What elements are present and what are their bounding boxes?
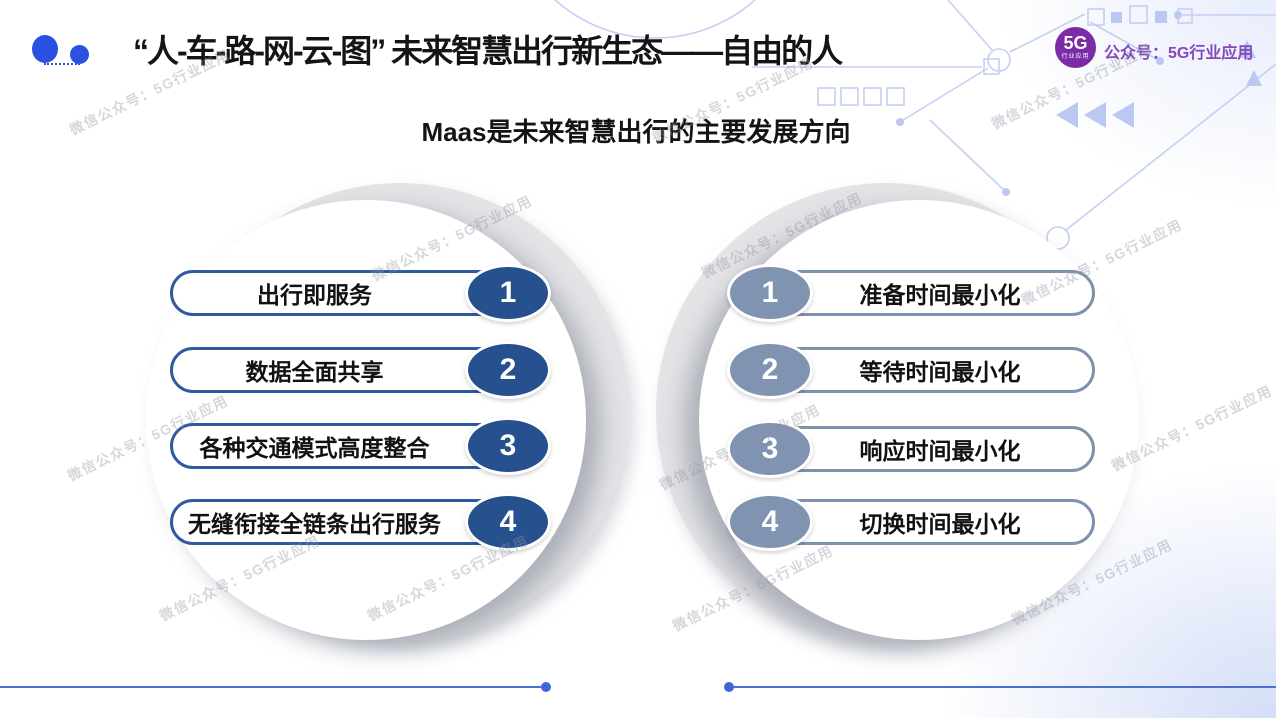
pill-label: 无缝衔接全链条出行服务 [188, 511, 441, 537]
pill-number-badge: 1 [727, 264, 813, 322]
pill-number-badge: 4 [727, 493, 813, 551]
bottom-divider-left [0, 686, 541, 688]
pill-number-badge: 2 [465, 341, 551, 399]
account-label: 公众号：5G行业应用 [1104, 45, 1254, 62]
pill-label: 数据全面共享 [245, 359, 384, 385]
pill-label: 各种交通模式高度整合 [199, 435, 430, 461]
pill-label: 切换时间最小化 [859, 511, 1021, 537]
pill-number-badge: 3 [727, 420, 813, 478]
slide-subtitle: Maas是未来智慧出行的主要发展方向 [421, 117, 851, 147]
bottom-divider-dot-right [724, 682, 734, 692]
pill-number-badge: 1 [465, 264, 551, 322]
pill-left-3: 各种交通模式高度整合 3 [170, 417, 551, 475]
pill-label: 准备时间最小化 [859, 282, 1021, 308]
title-bullet-dot-small [70, 45, 89, 64]
5g-logo-subtext: 行业应用 [1061, 54, 1090, 60]
pill-label: 出行即服务 [257, 282, 372, 308]
title-bullet-dot-large [32, 35, 58, 63]
pill-right-1: 1 准备时间最小化 [727, 264, 1095, 322]
title-bullet-dotted-line [44, 63, 80, 65]
pill-right-3: 3 响应时间最小化 [727, 420, 1095, 478]
pill-right-2: 2 等待时间最小化 [727, 341, 1095, 399]
pill-left-1: 出行即服务 1 [170, 264, 551, 322]
5g-logo-badge: 5G 行业应用 [1055, 27, 1096, 68]
bottom-divider-right [734, 686, 1276, 688]
pill-number-badge: 3 [465, 417, 551, 475]
pill-right-4: 4 切换时间最小化 [727, 493, 1095, 551]
pill-left-2: 数据全面共享 2 [170, 341, 551, 399]
pill-label: 响应时间最小化 [859, 438, 1021, 464]
page-title: “人-车-路-网-云-图” 未来智慧出行新生态——自由的人 [133, 33, 843, 69]
pill-number-badge: 2 [727, 341, 813, 399]
pill-label: 等待时间最小化 [859, 359, 1021, 385]
bottom-divider-dot-left [541, 682, 551, 692]
5g-logo-text: 5G [1063, 33, 1088, 53]
pill-number-badge: 4 [465, 493, 551, 551]
pill-left-4: 无缝衔接全链条出行服务 4 [170, 493, 551, 551]
